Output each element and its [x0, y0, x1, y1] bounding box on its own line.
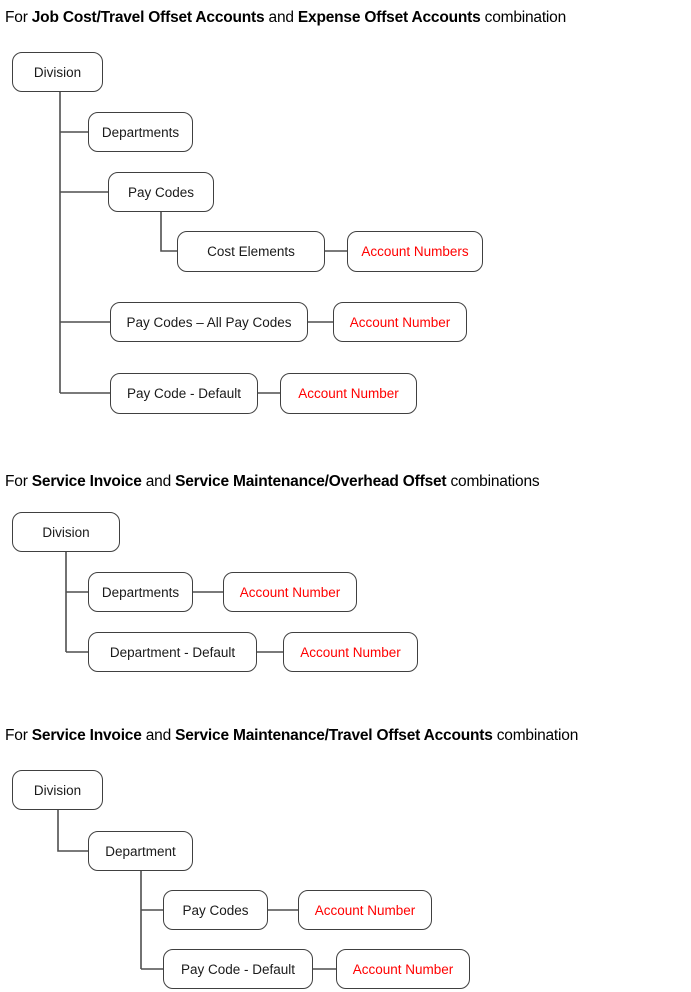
section3-heading: For Service Invoice and Service Maintena…	[5, 726, 578, 746]
heading-text: For	[5, 9, 32, 26]
heading-text: For	[5, 727, 32, 744]
node-account-number: Account Number	[280, 373, 417, 414]
node-division: Division	[12, 512, 120, 552]
node-cost-elements: Cost Elements	[177, 231, 325, 272]
connector-s1-cost-elements	[160, 212, 177, 252]
heading-bold: Job Cost/Travel Offset Accounts	[31, 9, 265, 26]
node-department-default: Department - Default	[88, 632, 257, 672]
node-division: Division	[12, 52, 103, 92]
heading-text: and	[141, 473, 176, 490]
section2-heading: For Service Invoice and Service Maintena…	[5, 472, 540, 492]
section1-heading: For Job Cost/Travel Offset Accounts and …	[5, 8, 566, 28]
heading-bold: Service Maintenance/Travel Offset Accoun…	[175, 727, 493, 744]
node-account-numbers: Account Numbers	[347, 231, 483, 272]
node-department: Department	[88, 831, 193, 871]
heading-bold: Expense Offset Accounts	[297, 9, 481, 26]
heading-text: For	[5, 473, 32, 490]
heading-text: and	[264, 9, 298, 26]
node-departments: Departments	[88, 112, 193, 152]
node-account-number: Account Number	[283, 632, 418, 672]
heading-text: and	[141, 727, 176, 744]
node-account-number: Account Number	[333, 302, 467, 342]
node-departments: Departments	[88, 572, 193, 612]
connector-s3-division-department	[57, 810, 88, 852]
heading-bold: Service Invoice	[31, 727, 142, 744]
heading-text: combination	[480, 9, 567, 26]
node-pay-codes: Pay Codes	[163, 890, 268, 930]
node-account-number: Account Number	[336, 949, 470, 989]
node-account-number: Account Number	[298, 890, 432, 930]
node-account-number: Account Number	[223, 572, 357, 612]
heading-text: combination	[492, 727, 579, 744]
heading-text: combinations	[446, 473, 540, 490]
node-pay-codes-all-pay-codes: Pay Codes – All Pay Codes	[110, 302, 308, 342]
heading-bold: Service Invoice	[31, 473, 142, 490]
heading-bold: Service Maintenance/Overhead Offset	[175, 473, 447, 490]
node-division: Division	[12, 770, 103, 810]
node-pay-code-default: Pay Code - Default	[163, 949, 313, 989]
node-pay-code-default: Pay Code - Default	[110, 373, 258, 414]
node-pay-codes: Pay Codes	[108, 172, 214, 212]
